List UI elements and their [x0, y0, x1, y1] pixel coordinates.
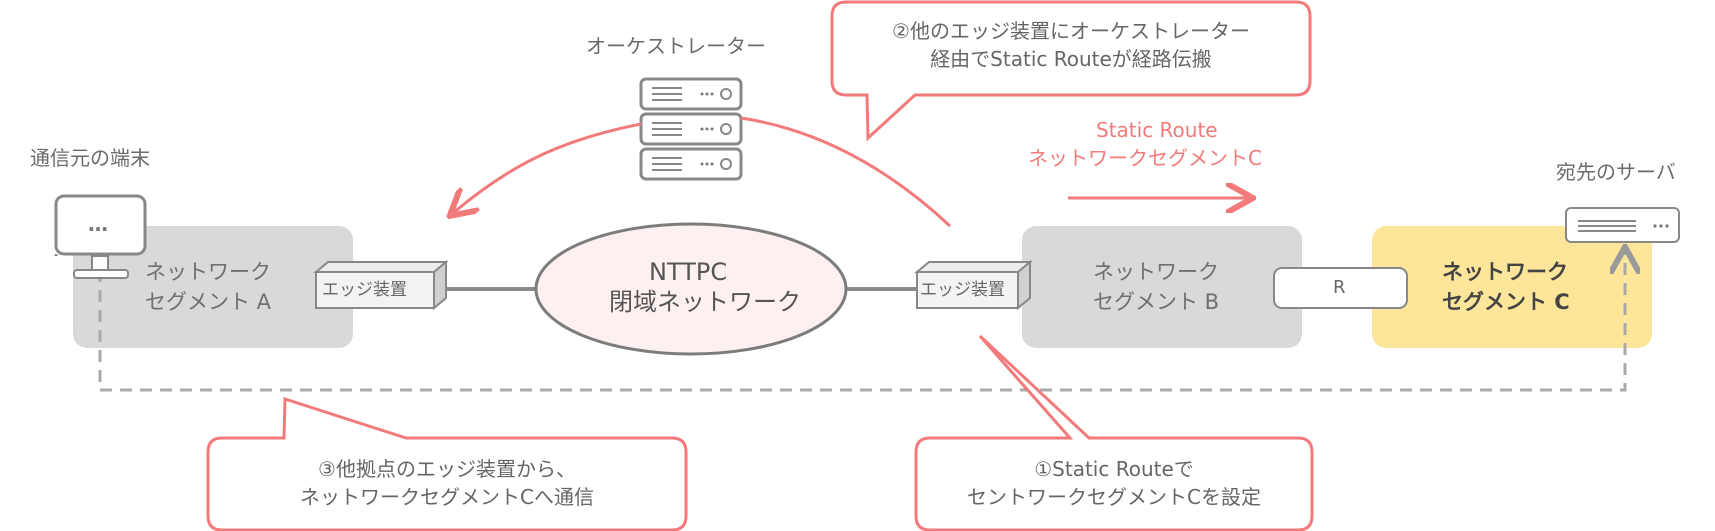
router-box: [1273, 267, 1408, 309]
segment-c-line2: セグメント C: [1442, 290, 1570, 314]
callout-step1-line2: セントワークセグメントCを設定: [967, 485, 1261, 509]
terminal-icon: [54, 194, 147, 279]
router-label: R: [1333, 277, 1346, 298]
segment-a-line2: セグメント A: [145, 290, 272, 314]
edge-device-a-label: エッジ装置: [322, 280, 407, 300]
callout-step2-bubble: [830, 0, 1312, 142]
edge-device-b-label: エッジ装置: [920, 280, 1005, 300]
segment-b-bg: [1022, 226, 1302, 348]
callout-step1-bubble: [914, 334, 1314, 531]
callout-step2-line1: ②他のエッジ装置にオーケストレーター: [892, 19, 1250, 43]
segment-c-bg: [1372, 226, 1652, 348]
terminal-dots: …: [88, 212, 108, 236]
closed-network-cloud: [534, 222, 848, 356]
segment-b-line2: セグメント B: [1093, 290, 1220, 314]
callout-step3-line2: ネットワークセグメントCへ通信: [300, 485, 594, 509]
network-name-line1: NTTPC: [649, 258, 728, 286]
dashed-path: [98, 250, 1625, 392]
segment-a-bg: [73, 226, 353, 348]
edge-device-b: [914, 259, 1033, 311]
callout-step2-line2: 経由でStatic Routeが経路伝搬: [930, 47, 1212, 71]
propagation-curve-to-edge-a: [452, 122, 642, 214]
segment-c-line1: ネットワーク: [1442, 260, 1568, 284]
edge-device-a: [313, 259, 449, 311]
callout-step3-bubble: [206, 396, 688, 531]
dest-server-label: 宛先のサーバ: [1556, 160, 1676, 184]
static-route-label-line2: ネットワークセグメントC: [1028, 146, 1262, 170]
callout-step1-line1: ①Static Routeで: [1034, 457, 1194, 481]
source-terminal-label: 通信元の端末: [30, 146, 150, 170]
network-name-line2: 閉域ネットワーク: [609, 288, 801, 316]
orchestrator-server-icon: [639, 77, 743, 181]
static-route-label-line1: Static Route: [1096, 118, 1218, 142]
segment-a-line1: ネットワーク: [145, 260, 271, 284]
callout-step3-line1: ③他拠点のエッジ装置から、: [318, 457, 576, 481]
propagation-curve-to-orchestrator: [740, 116, 952, 228]
server-icon: [1565, 207, 1680, 243]
orchestrator-label: オーケストレーター: [586, 34, 766, 58]
segment-b-line1: ネットワーク: [1093, 260, 1219, 284]
